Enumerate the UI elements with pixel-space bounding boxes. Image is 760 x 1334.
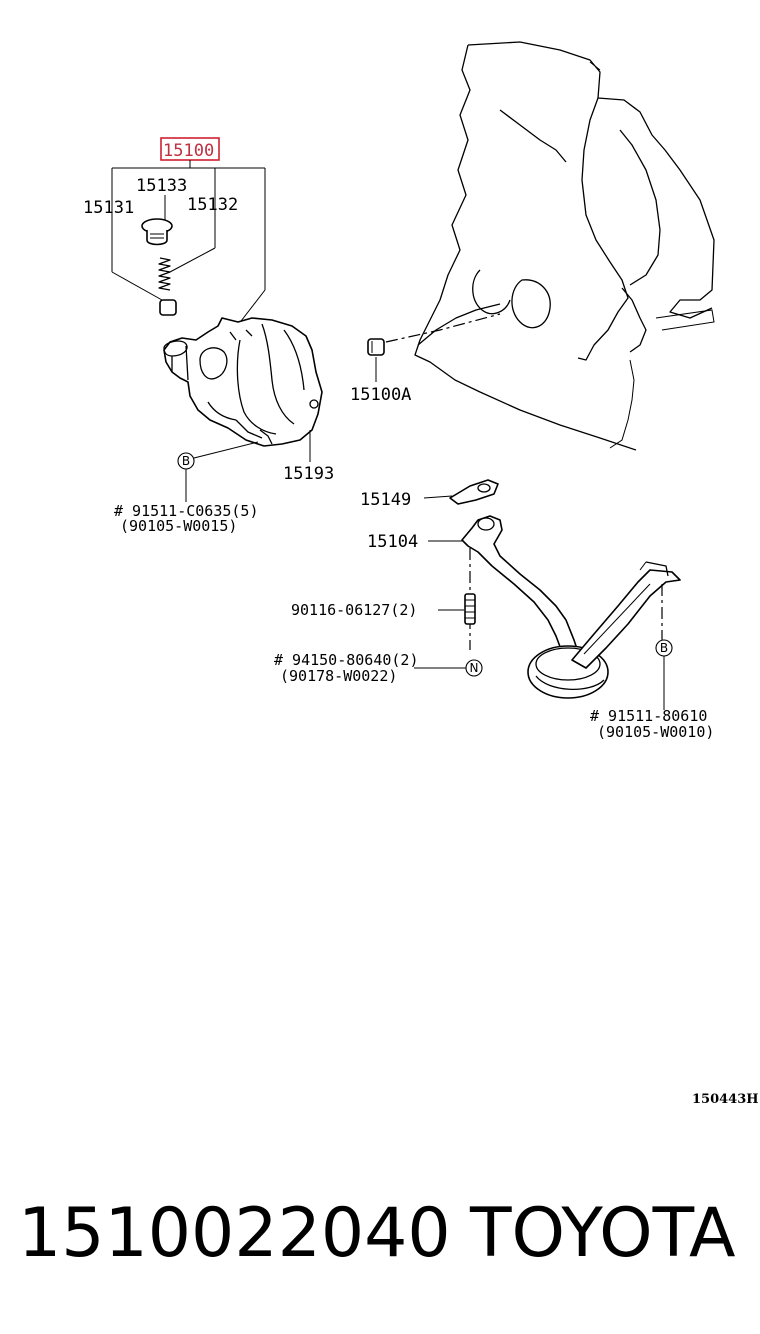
relief-valve-spring-part [158, 257, 171, 291]
footer-brand: TOYOTA [469, 1194, 735, 1273]
diagram-code: 150443H [692, 1092, 759, 1107]
dowel-pin-part [367, 338, 385, 356]
strainer-gasket-part [423, 479, 499, 505]
label-oil-pump-assembly[interactable]: 15100 [163, 141, 214, 161]
relief-valve-part [159, 299, 177, 316]
label-dowel-pin: 15100A [350, 385, 411, 405]
label-strainer-gasket: 15149 [360, 490, 411, 510]
label-pump-bolt-main: # 91511-C0635(5) [114, 502, 259, 520]
oil-pump-body-part [163, 317, 323, 447]
label-strainer-bolt-alt: (90105-W0010) [597, 723, 714, 741]
label-stud: 90116-06127(2) [291, 601, 417, 619]
oil-strainer-part [428, 515, 681, 699]
footer-part-number: 1510022040 [18, 1194, 451, 1273]
pump-bolt-marker [177, 441, 259, 502]
dowel-leader [385, 313, 501, 343]
relief-valve-plug-part [141, 218, 173, 246]
marker-b-strainer: B [660, 641, 668, 655]
stud-part [438, 593, 476, 625]
strainer-bolt-marker [655, 584, 673, 710]
nut-marker [414, 659, 483, 677]
label-relief-valve-spring: 15132 [187, 195, 238, 215]
marker-n-nut: N [470, 661, 479, 675]
label-relief-valve-plug: 15133 [136, 176, 187, 196]
label-relief-valve: 15131 [83, 198, 134, 218]
label-nut-main: # 94150-80640(2) [274, 651, 419, 669]
engine-block-outline [414, 41, 715, 451]
label-strainer-bolt-main: # 91511-80610 [590, 707, 707, 725]
marker-b-pump: B [182, 454, 190, 468]
label-pump-bolt-alt: (90105-W0015) [120, 517, 237, 535]
label-nut-alt: (90178-W0022) [280, 667, 397, 685]
assembly-bracket [111, 160, 266, 326]
label-oil-strainer: 15104 [367, 532, 418, 552]
label-pump-gasket: 15193 [283, 464, 334, 484]
